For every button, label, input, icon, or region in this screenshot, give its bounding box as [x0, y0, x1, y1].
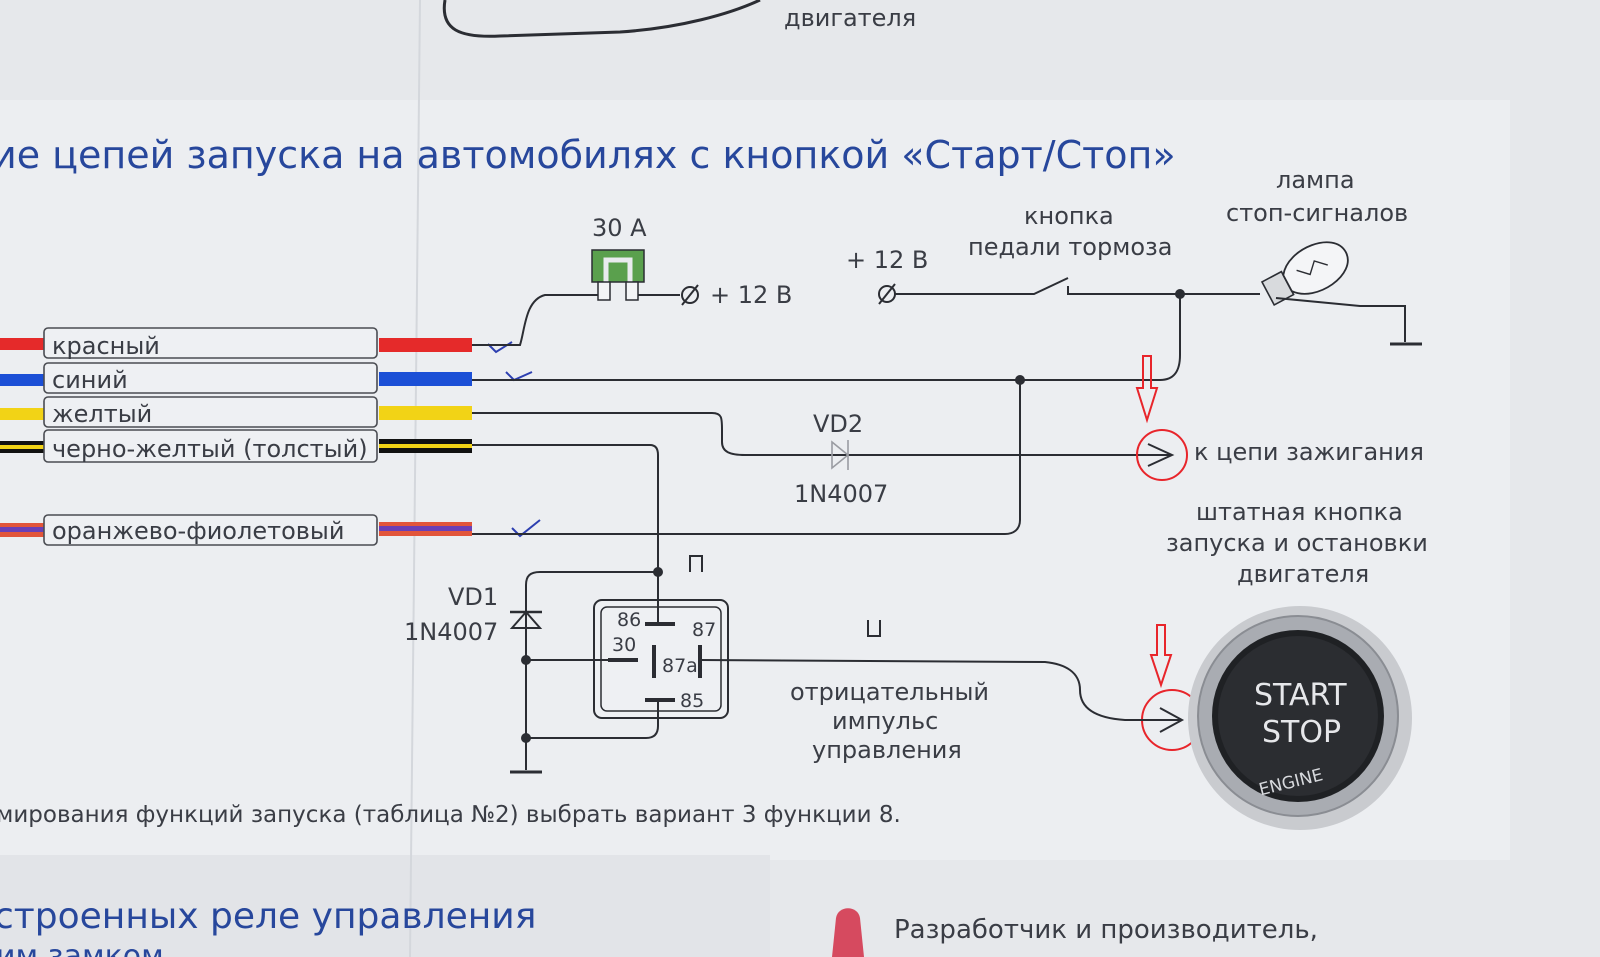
- ignition-label: к цепи зажигания: [1194, 438, 1424, 466]
- pulse-label-1: отрицательный: [790, 678, 989, 706]
- brake-button-label-2: педали тормоза: [968, 233, 1172, 261]
- wire-label-box-orangeviolet: [43, 514, 378, 546]
- relay-pin-86: 86: [617, 609, 641, 631]
- pulse-label-2: импульс: [832, 707, 938, 735]
- supply-label-1: + 12 В: [710, 281, 792, 309]
- wire-harness: красный синий желтый черно-желтый (толст…: [0, 327, 472, 546]
- wire-label-orangeviolet: оранжево-фиолетовый: [52, 517, 344, 545]
- start-stop-button: [1188, 606, 1412, 830]
- wire-label-yellow: желтый: [52, 400, 152, 428]
- brake-button-label-1: кнопка: [1024, 202, 1114, 230]
- brake-lamp-icon: [1260, 241, 1349, 306]
- oem-button-label-3: двигателя: [1237, 560, 1369, 588]
- pulse-control-wire: [699, 659, 1180, 721]
- wire-label-blackyellow: черно-желтый (толстый): [52, 435, 368, 463]
- wire-yellow-right: [379, 406, 472, 420]
- terminal-12v-1: [681, 286, 699, 304]
- check-mark-orangeviolet: [511, 519, 541, 538]
- red-arrow-startstop: [1149, 624, 1173, 689]
- vd2-name: VD2: [813, 410, 863, 438]
- wire-blue-right: [379, 372, 472, 386]
- brake-lamp-label-1: лампа: [1276, 166, 1355, 194]
- wire-red-right: [379, 338, 472, 352]
- relay-pin-30: 30: [612, 634, 636, 656]
- wire-label-red: красный: [52, 332, 160, 360]
- oem-button-label-1: штатная кнопка: [1196, 498, 1403, 526]
- relay-pin-85: 85: [680, 690, 704, 712]
- page-title: ие цепей запуска на автомобилях с кнопко…: [0, 133, 1176, 177]
- relay-pin-87a: 87a: [662, 655, 698, 677]
- top-cropped-sketch: [442, 0, 761, 38]
- vd1-name: VD1: [448, 583, 498, 611]
- red-circle-ignition: [1136, 429, 1188, 481]
- wire-label-box-blackyellow: [43, 429, 378, 463]
- vd2-part: 1N4007: [794, 480, 888, 508]
- pulse-symbol-negative: [867, 620, 881, 637]
- programming-note: мирования функций запуска (таблица №2) в…: [0, 802, 901, 828]
- vd1-branch-wire: [525, 571, 658, 770]
- brake-switch: [895, 277, 1069, 295]
- start-button-text-stop: STOP: [1262, 715, 1341, 750]
- vd1-part: 1N4007: [404, 618, 498, 646]
- relay-pin-87: 87: [692, 619, 716, 641]
- fuse-leg-left: [597, 281, 611, 301]
- bottom-subheading: им замком: [0, 939, 164, 957]
- lamp-ground-wire: [1275, 297, 1406, 342]
- red-wire-trace: [472, 294, 598, 346]
- wire-blue-left: [0, 374, 44, 386]
- ignition-arrow: [1147, 443, 1175, 467]
- supply-label-2: + 12 В: [846, 246, 928, 274]
- start-button-text-start: START: [1254, 678, 1347, 713]
- vd2-diode: [831, 440, 850, 470]
- orangeviolet-wire-trace: [472, 380, 1021, 535]
- relay-85-wire: [526, 700, 659, 739]
- top-label: двигателя: [784, 4, 916, 32]
- wire-label-box-red: [43, 327, 378, 359]
- oem-button-label-2: запуска и остановки: [1166, 529, 1428, 557]
- wire-label-box-yellow: [43, 396, 378, 428]
- fuse-body: [591, 249, 645, 283]
- developer-text: Разработчик и производитель,: [894, 915, 1318, 945]
- startstop-arrow: [1159, 707, 1185, 733]
- wire-red-left: [0, 338, 44, 350]
- wire-yellow-left: [0, 408, 44, 420]
- brake-lamp-label-2: стоп-сигналов: [1226, 199, 1408, 227]
- fuse-leg-right: [625, 281, 639, 301]
- yellow-wire-trace: [472, 412, 1170, 456]
- wire-label-box-blue: [43, 362, 378, 394]
- blue-wire-trace: [472, 294, 1181, 381]
- blackyellow-wire-trace: [472, 444, 659, 572]
- bottom-panel: [0, 855, 770, 957]
- bottom-heading: строенных реле управления: [0, 896, 536, 937]
- relay: [593, 599, 729, 719]
- fuse: 30 А: [591, 214, 647, 301]
- fuse-rating: 30 А: [592, 214, 647, 242]
- vd1-diode: [509, 610, 543, 629]
- pulse-label-3: управления: [812, 736, 962, 764]
- paper-fold: [409, 0, 421, 957]
- warning-marker: [832, 908, 864, 957]
- red-arrow-ignition: [1135, 355, 1159, 424]
- pulse-symbol-positive: [689, 555, 703, 572]
- wire-label-blue: синий: [52, 366, 128, 394]
